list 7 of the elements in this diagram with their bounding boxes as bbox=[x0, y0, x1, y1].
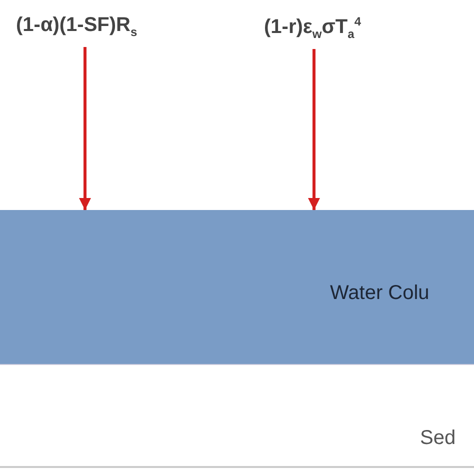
layer-label: Water Colu bbox=[330, 282, 430, 305]
water-column-layer bbox=[0, 210, 474, 364]
arrow bbox=[308, 49, 320, 210]
arrow bbox=[79, 47, 91, 210]
flux-formula: (1-α)(1-SF)R$_{s}$ bbox=[16, 14, 138, 39]
sediment-layer bbox=[0, 364, 474, 468]
layer-label: Sed bbox=[420, 427, 456, 450]
